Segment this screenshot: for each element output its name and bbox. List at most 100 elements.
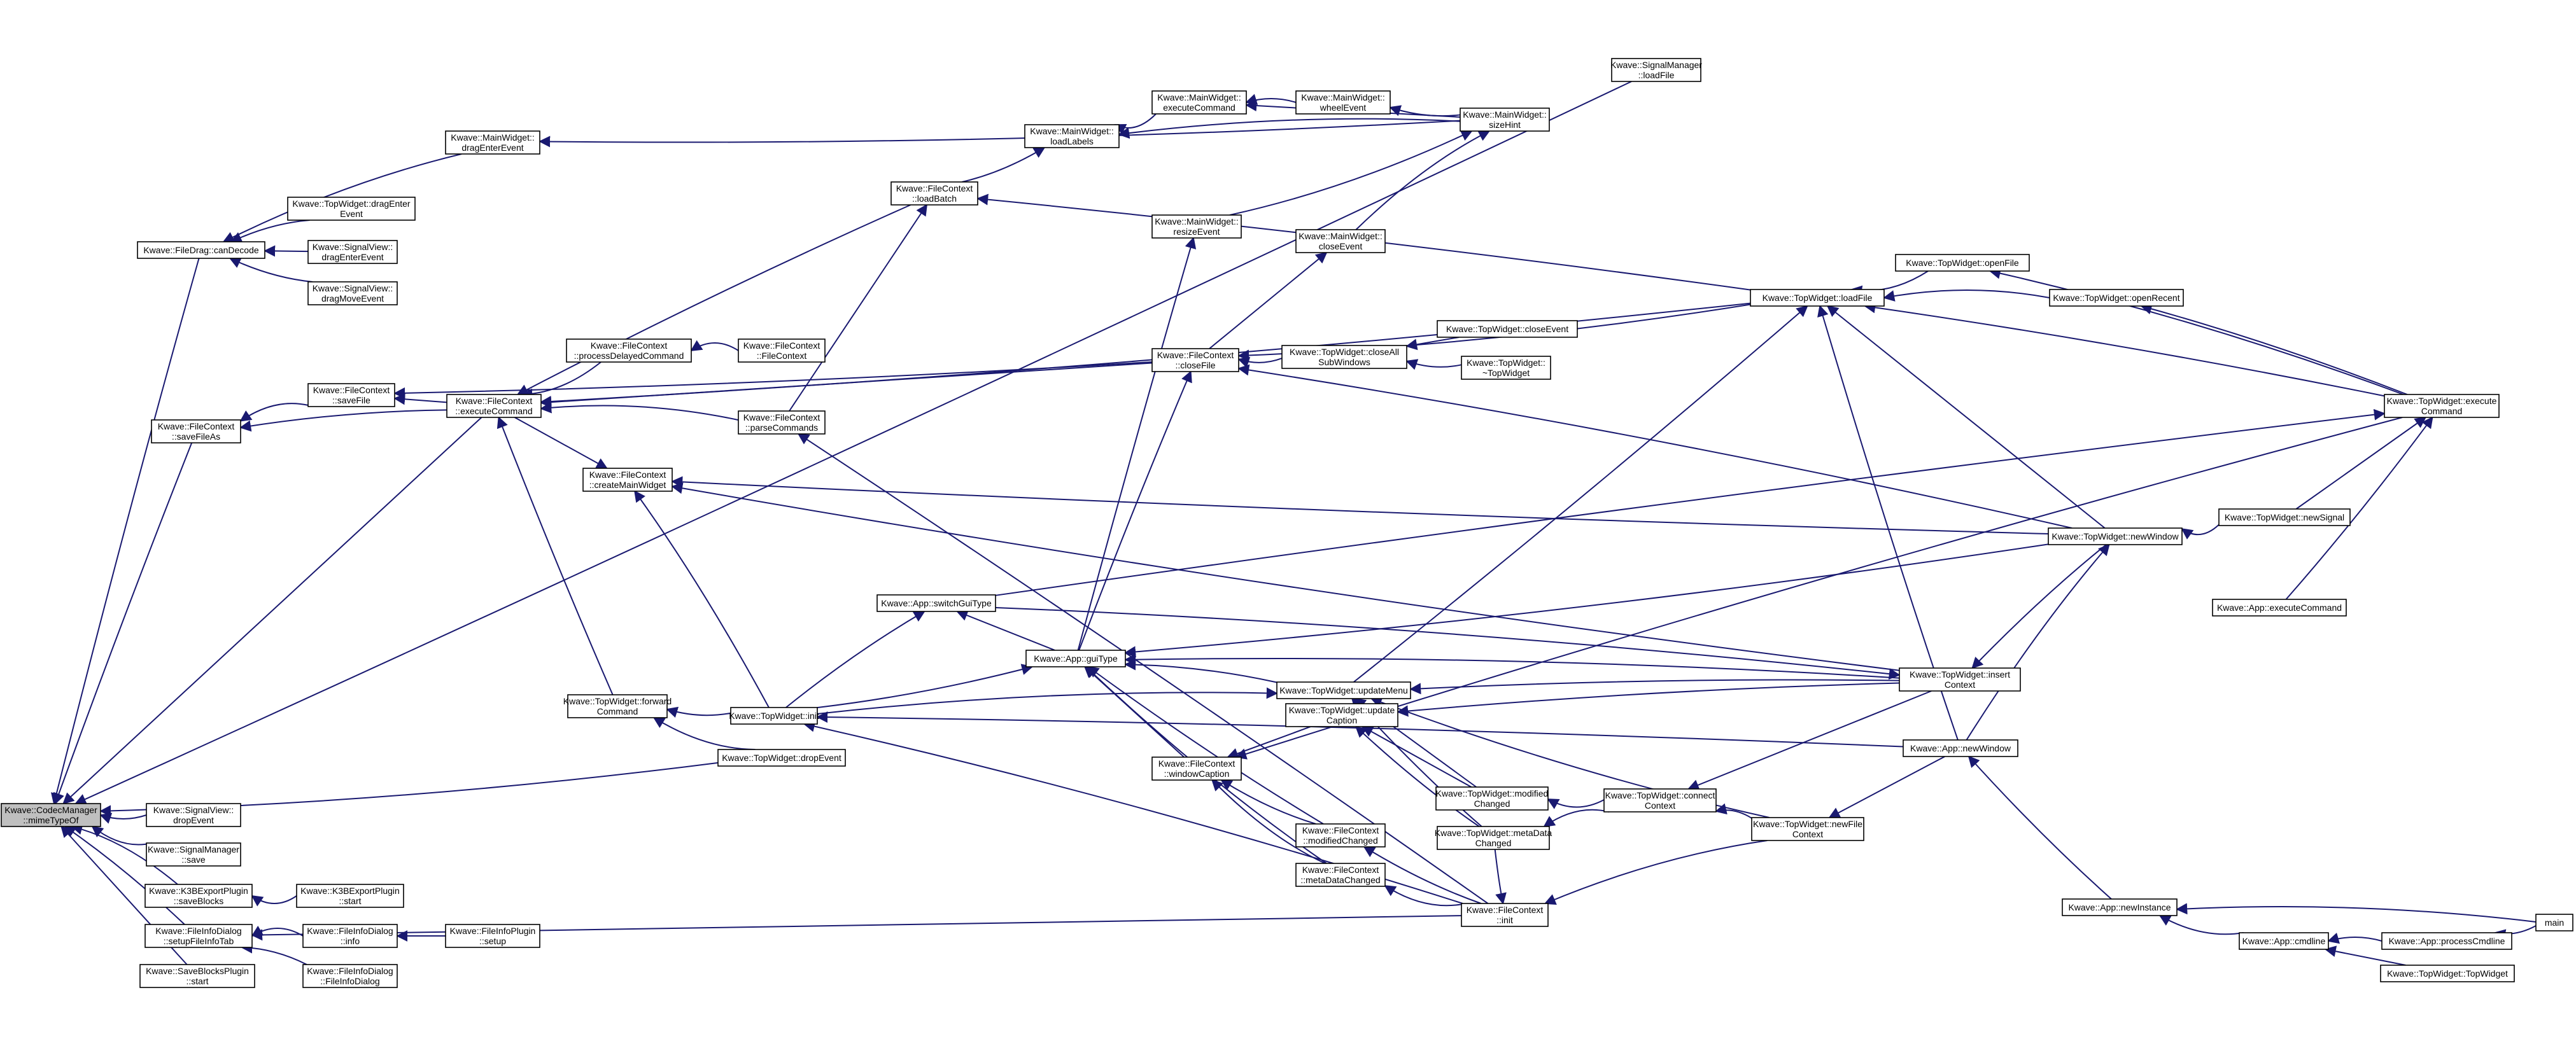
node-main[interactable]: main bbox=[2535, 914, 2573, 931]
edge-tw_dropevent-to-tw_fwdcmd bbox=[652, 717, 756, 750]
node-tw_execcmd[interactable]: Kwave::TopWidget::executeCommand bbox=[2384, 394, 2500, 418]
node-k3b_start[interactable]: Kwave::K3BExportPlugin::start bbox=[296, 884, 404, 908]
node-tw_metachanged[interactable]: Kwave::TopWidget::metaDataChanged bbox=[1435, 826, 1552, 850]
node-label: Kwave::App::newWindow bbox=[1910, 743, 2011, 753]
edge-tw_topwidget-to-app_cmdline bbox=[2324, 945, 2406, 966]
node-app_execcmd[interactable]: Kwave::App::executeCommand bbox=[2212, 599, 2347, 617]
node-box bbox=[1295, 229, 1386, 253]
node-fc_savefile[interactable]: Kwave::FileContext::saveFile bbox=[307, 383, 395, 407]
node-app_newinstance[interactable]: Kwave::App::newInstance bbox=[2062, 898, 2178, 916]
node-box bbox=[2239, 932, 2329, 950]
node-tw_openrecent[interactable]: Kwave::TopWidget::openRecent bbox=[2049, 289, 2184, 307]
node-tw_openfile[interactable]: Kwave::TopWidget::openFile bbox=[1895, 254, 2030, 272]
node-mw_wheel[interactable]: Kwave::MainWidget::wheelEvent bbox=[1295, 90, 1391, 115]
node-label: Kwave::K3BExportPlugin bbox=[149, 886, 248, 896]
node-label: Context bbox=[1645, 800, 1675, 811]
edge-app_execcmd-to-tw_execcmd bbox=[2285, 416, 2433, 600]
node-fc_metachanged[interactable]: Kwave::FileContext::metaDataChanged bbox=[1295, 863, 1386, 887]
node-tw_dtor[interactable]: Kwave::TopWidget::~TopWidget bbox=[1461, 356, 1551, 380]
node-box bbox=[2218, 508, 2351, 526]
node-label: Kwave::TopWidget::updateMenu bbox=[1279, 685, 1408, 695]
node-filedrag[interactable]: Kwave::FileDrag::canDecode bbox=[137, 241, 265, 259]
node-tw_modchanged[interactable]: Kwave::TopWidget::modifiedChanged bbox=[1435, 786, 1549, 811]
node-tw_newsignal[interactable]: Kwave::TopWidget::newSignal bbox=[2218, 508, 2351, 526]
node-fc_procdelayed[interactable]: Kwave::FileContext::processDelayedComman… bbox=[566, 338, 692, 363]
node-box bbox=[717, 749, 846, 767]
node-tw_closeevent[interactable]: Kwave::TopWidget::closeEvent bbox=[1437, 320, 1578, 338]
node-fc_init[interactable]: Kwave::FileContext::init bbox=[1461, 903, 1549, 927]
node-label: Kwave::App::guiType bbox=[1034, 653, 1118, 664]
node-app_switchgui[interactable]: Kwave::App::switchGuiType bbox=[876, 594, 996, 612]
edge-mw_execcmd-to-mw_loadlabels bbox=[1114, 113, 1157, 135]
node-label: main bbox=[2545, 917, 2564, 928]
edge-tw_newsignal-to-tw_newwindow bbox=[2181, 524, 2220, 540]
node-label: Kwave::App::switchGuiType bbox=[881, 598, 992, 608]
node-app_processcmd[interactable]: Kwave::App::processCmdline bbox=[2381, 932, 2512, 950]
node-tw_updatemenu[interactable]: Kwave::TopWidget::updateMenu bbox=[1276, 681, 1411, 699]
node-sv_dragenter[interactable]: Kwave::SignalView::dragEnterEvent bbox=[307, 240, 398, 264]
node-sm_save[interactable]: Kwave::SignalManager::save bbox=[146, 842, 241, 867]
edge-mw_close-to-mw_sizehint bbox=[1355, 130, 1491, 230]
node-root[interactable]: Kwave::CodecManager::mimeTypeOf bbox=[1, 803, 101, 827]
node-app_cmdline[interactable]: Kwave::App::cmdline bbox=[2239, 932, 2329, 950]
node-box bbox=[146, 842, 241, 867]
node-tw_dropevent[interactable]: Kwave::TopWidget::dropEvent bbox=[717, 749, 846, 767]
node-label: ::setupFileInfoTab bbox=[164, 936, 234, 946]
node-box bbox=[2048, 527, 2183, 545]
node-fc_fc[interactable]: Kwave::FileContext::FileContext bbox=[738, 338, 826, 363]
node-box bbox=[738, 410, 826, 435]
node-label: ::closeFile bbox=[1175, 360, 1215, 370]
node-mw_close[interactable]: Kwave::MainWidget::closeEvent bbox=[1295, 229, 1386, 253]
node-tw_topwidget[interactable]: Kwave::TopWidget::TopWidget bbox=[2380, 965, 2515, 982]
node-fc_loadbatch[interactable]: Kwave::FileContext::loadBatch bbox=[890, 181, 978, 206]
node-label: ::save bbox=[181, 854, 206, 865]
node-sbp_start[interactable]: Kwave::SaveBlocksPlugin::start bbox=[139, 964, 255, 988]
edge-app_processcmd-to-app_cmdline bbox=[2327, 932, 2382, 944]
node-tw_loadfile[interactable]: Kwave::TopWidget::loadFile bbox=[1750, 289, 1885, 307]
node-label: ::saveBlocks bbox=[174, 896, 224, 906]
node-label: Kwave::CodecManager bbox=[4, 805, 97, 815]
node-fc_savefileas[interactable]: Kwave::FileContext::saveFileAs bbox=[151, 419, 241, 443]
edge-tw_execcmd-to-fc_wincaption bbox=[1235, 417, 2403, 760]
node-sm_loadfile[interactable]: Kwave::SignalManager::loadFile bbox=[1610, 58, 1702, 82]
node-tw_dragenter[interactable]: Kwave::TopWidget::dragEnterEvent bbox=[287, 197, 416, 221]
node-fc_createmw[interactable]: Kwave::FileContext::createMainWidget bbox=[582, 468, 673, 492]
node-tw_newwindow[interactable]: Kwave::TopWidget::newWindow bbox=[2048, 527, 2183, 545]
node-fid_setup[interactable]: Kwave::FileInfoDialog::setupFileInfoTab bbox=[144, 924, 253, 948]
edge-app_guitype-to-app_switchgui bbox=[956, 610, 1055, 651]
node-box bbox=[1460, 108, 1550, 132]
edge-mw_sizehint-to-mw_loadlabels bbox=[1118, 118, 1461, 139]
node-tw_init[interactable]: Kwave::TopWidget::init bbox=[729, 707, 819, 725]
node-label: Kwave::FileContext bbox=[591, 340, 668, 351]
node-k3b_saveblocks[interactable]: Kwave::K3BExportPlugin::saveBlocks bbox=[144, 884, 253, 908]
node-mw_dragenter[interactable]: Kwave::MainWidget::dragEnterEvent bbox=[445, 130, 540, 155]
node-fip_setup[interactable]: Kwave::FileInfoPlugin::setup bbox=[445, 924, 540, 948]
node-label: Changed bbox=[1474, 798, 1510, 809]
node-label: ::FileInfoDialog bbox=[320, 976, 379, 986]
node-fid_ctor[interactable]: Kwave::FileInfoDialog::FileInfoDialog bbox=[302, 964, 398, 988]
node-mw_loadlabels[interactable]: Kwave::MainWidget::loadLabels bbox=[1024, 124, 1120, 148]
node-fc_modchanged[interactable]: Kwave::FileContext::modifiedChanged bbox=[1295, 823, 1386, 847]
node-mw_execcmd[interactable]: Kwave::MainWidget::executeCommand bbox=[1151, 90, 1247, 115]
node-fid_info[interactable]: Kwave::FileInfoDialog::info bbox=[302, 924, 398, 948]
node-app_newwindow[interactable]: Kwave::App::newWindow bbox=[1903, 739, 2018, 757]
node-sv_dropevent[interactable]: Kwave::SignalView::dropEvent bbox=[146, 803, 241, 827]
edge-fc_execcmd-to-root bbox=[62, 417, 482, 805]
node-mw_resize[interactable]: Kwave::MainWidget::resizeEvent bbox=[1151, 214, 1242, 239]
node-fc_parsecmds[interactable]: Kwave::FileContext::parseCommands bbox=[738, 410, 826, 435]
node-mw_sizehint[interactable]: Kwave::MainWidget::sizeHint bbox=[1460, 108, 1550, 132]
edge-tw_modchanged-to-tw_updcaption bbox=[1361, 726, 1472, 788]
node-fc_execcmd[interactable]: Kwave::FileContext::executeCommand bbox=[446, 394, 542, 418]
node-fc_closefile[interactable]: Kwave::FileContext::closeFile bbox=[1151, 348, 1239, 372]
node-sv_dragmove[interactable]: Kwave::SignalView::dragMoveEvent bbox=[307, 281, 398, 305]
node-app_guitype[interactable]: Kwave::App::guiType bbox=[1025, 650, 1126, 667]
node-fc_wincaption[interactable]: Kwave::FileContext::windowCaption bbox=[1151, 757, 1242, 781]
edge-tw_newfilectx-to-tw_connectctx bbox=[1715, 803, 1752, 819]
edge-sv_dragmove-to-filedrag bbox=[229, 257, 313, 282]
